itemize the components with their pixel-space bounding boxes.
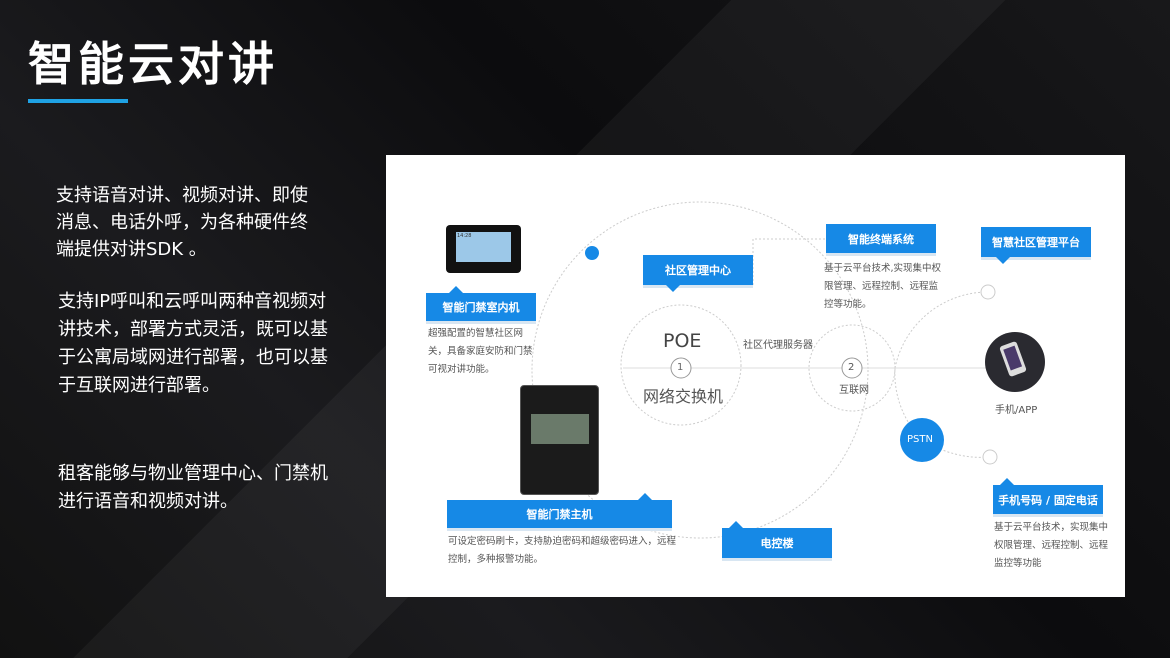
indoor-unit-label: 智能门禁室内机 bbox=[426, 286, 536, 321]
paragraph-2: 支持IP呼叫和云呼叫两种音视频对讲技术，部署方式灵活，既可以基于公寓局域网进行部… bbox=[58, 291, 328, 396]
page-title: 智能云对讲 bbox=[28, 37, 278, 91]
indoor-unit-desc: 超强配置的智慧社区网关，具备家庭安防和门禁可视对讲功能。 bbox=[428, 328, 533, 375]
poe-number: 1 bbox=[677, 362, 684, 373]
pstn-label: PSTN bbox=[907, 434, 933, 445]
door-station-desc: 可设定密码刷卡，支持胁迫密码和超级密码进入，远程控制，多种报警功能。 bbox=[448, 536, 677, 565]
phone-number-desc: 基于云平台技术，实现集中权限管理、远程控制、远程监控等功能 bbox=[994, 522, 1109, 569]
proxy-server-label: 社区代理服务器 bbox=[743, 340, 813, 351]
title-underline bbox=[28, 99, 128, 103]
phone-app-label: 手机/APP bbox=[995, 405, 1038, 416]
elevator-control-label: 电控楼 bbox=[722, 521, 832, 558]
indoor-unit-image: 14:28 bbox=[446, 225, 521, 273]
diagram-panel: 14:28 智能门禁室内机 超强配置的智慧社区网关，具备家庭安防和门禁可视对讲功… bbox=[386, 155, 1125, 597]
diagram-lines bbox=[531, 201, 1045, 539]
poe-subtitle: 网络交换机 bbox=[643, 387, 724, 406]
poe-title: POE bbox=[663, 330, 702, 352]
management-center-label: 社区管理中心 bbox=[643, 255, 753, 292]
door-station-label: 智能门禁主机 bbox=[447, 493, 672, 528]
door-station-image bbox=[520, 385, 599, 495]
paragraph-3: 租客能够与物业管理中心、门禁机进行语音和视频对讲。 bbox=[58, 463, 328, 512]
paragraph-1: 支持语音对讲、视频对讲、即使消息、电话外呼，为各种硬件终端提供对讲SDK 。 bbox=[56, 185, 308, 260]
smart-terminal-label: 智能终端系统 bbox=[826, 224, 936, 253]
phone-number-label: 手机号码 / 固定电话 bbox=[993, 478, 1103, 514]
platform-label: 智慧社区管理平台 bbox=[981, 227, 1091, 264]
smart-terminal-desc: 基于云平台技术,实现集中权限管理、远程控制、远程监控等功能。 bbox=[824, 263, 942, 310]
internet-number: 2 bbox=[848, 362, 855, 373]
blue-dot bbox=[585, 246, 599, 260]
internet-label: 互联网 bbox=[839, 385, 869, 396]
